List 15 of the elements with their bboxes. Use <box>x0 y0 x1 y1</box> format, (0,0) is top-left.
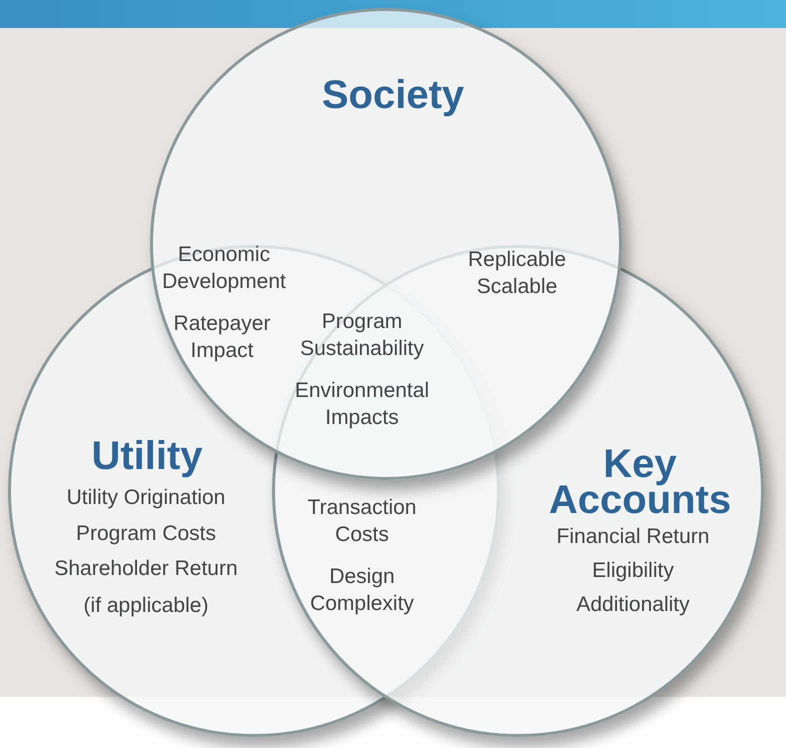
overlap-label: Program Sustainability <box>299 309 425 362</box>
overlap-label: Design Complexity <box>309 564 415 617</box>
circle-item: Eligibility <box>591 558 675 583</box>
circle-item: Program Costs <box>74 521 218 546</box>
circle-item: Shareholder Return <box>53 556 239 581</box>
overlap-label: Environmental Impacts <box>294 378 430 431</box>
circle-item: (if applicable) <box>82 593 210 618</box>
overlap-label: Replicable Scalable <box>466 247 568 300</box>
overlap-label: Ratepayer Impact <box>172 311 272 364</box>
circle-item: Financial Return <box>556 524 710 549</box>
overlap-label: Economic Development <box>161 242 287 295</box>
circle-item: Utility Origination <box>66 485 226 510</box>
overlap-label: Transaction Costs <box>306 495 418 548</box>
circle-heading: Key Accounts <box>548 446 732 518</box>
circle-item: Additionality <box>575 592 691 617</box>
